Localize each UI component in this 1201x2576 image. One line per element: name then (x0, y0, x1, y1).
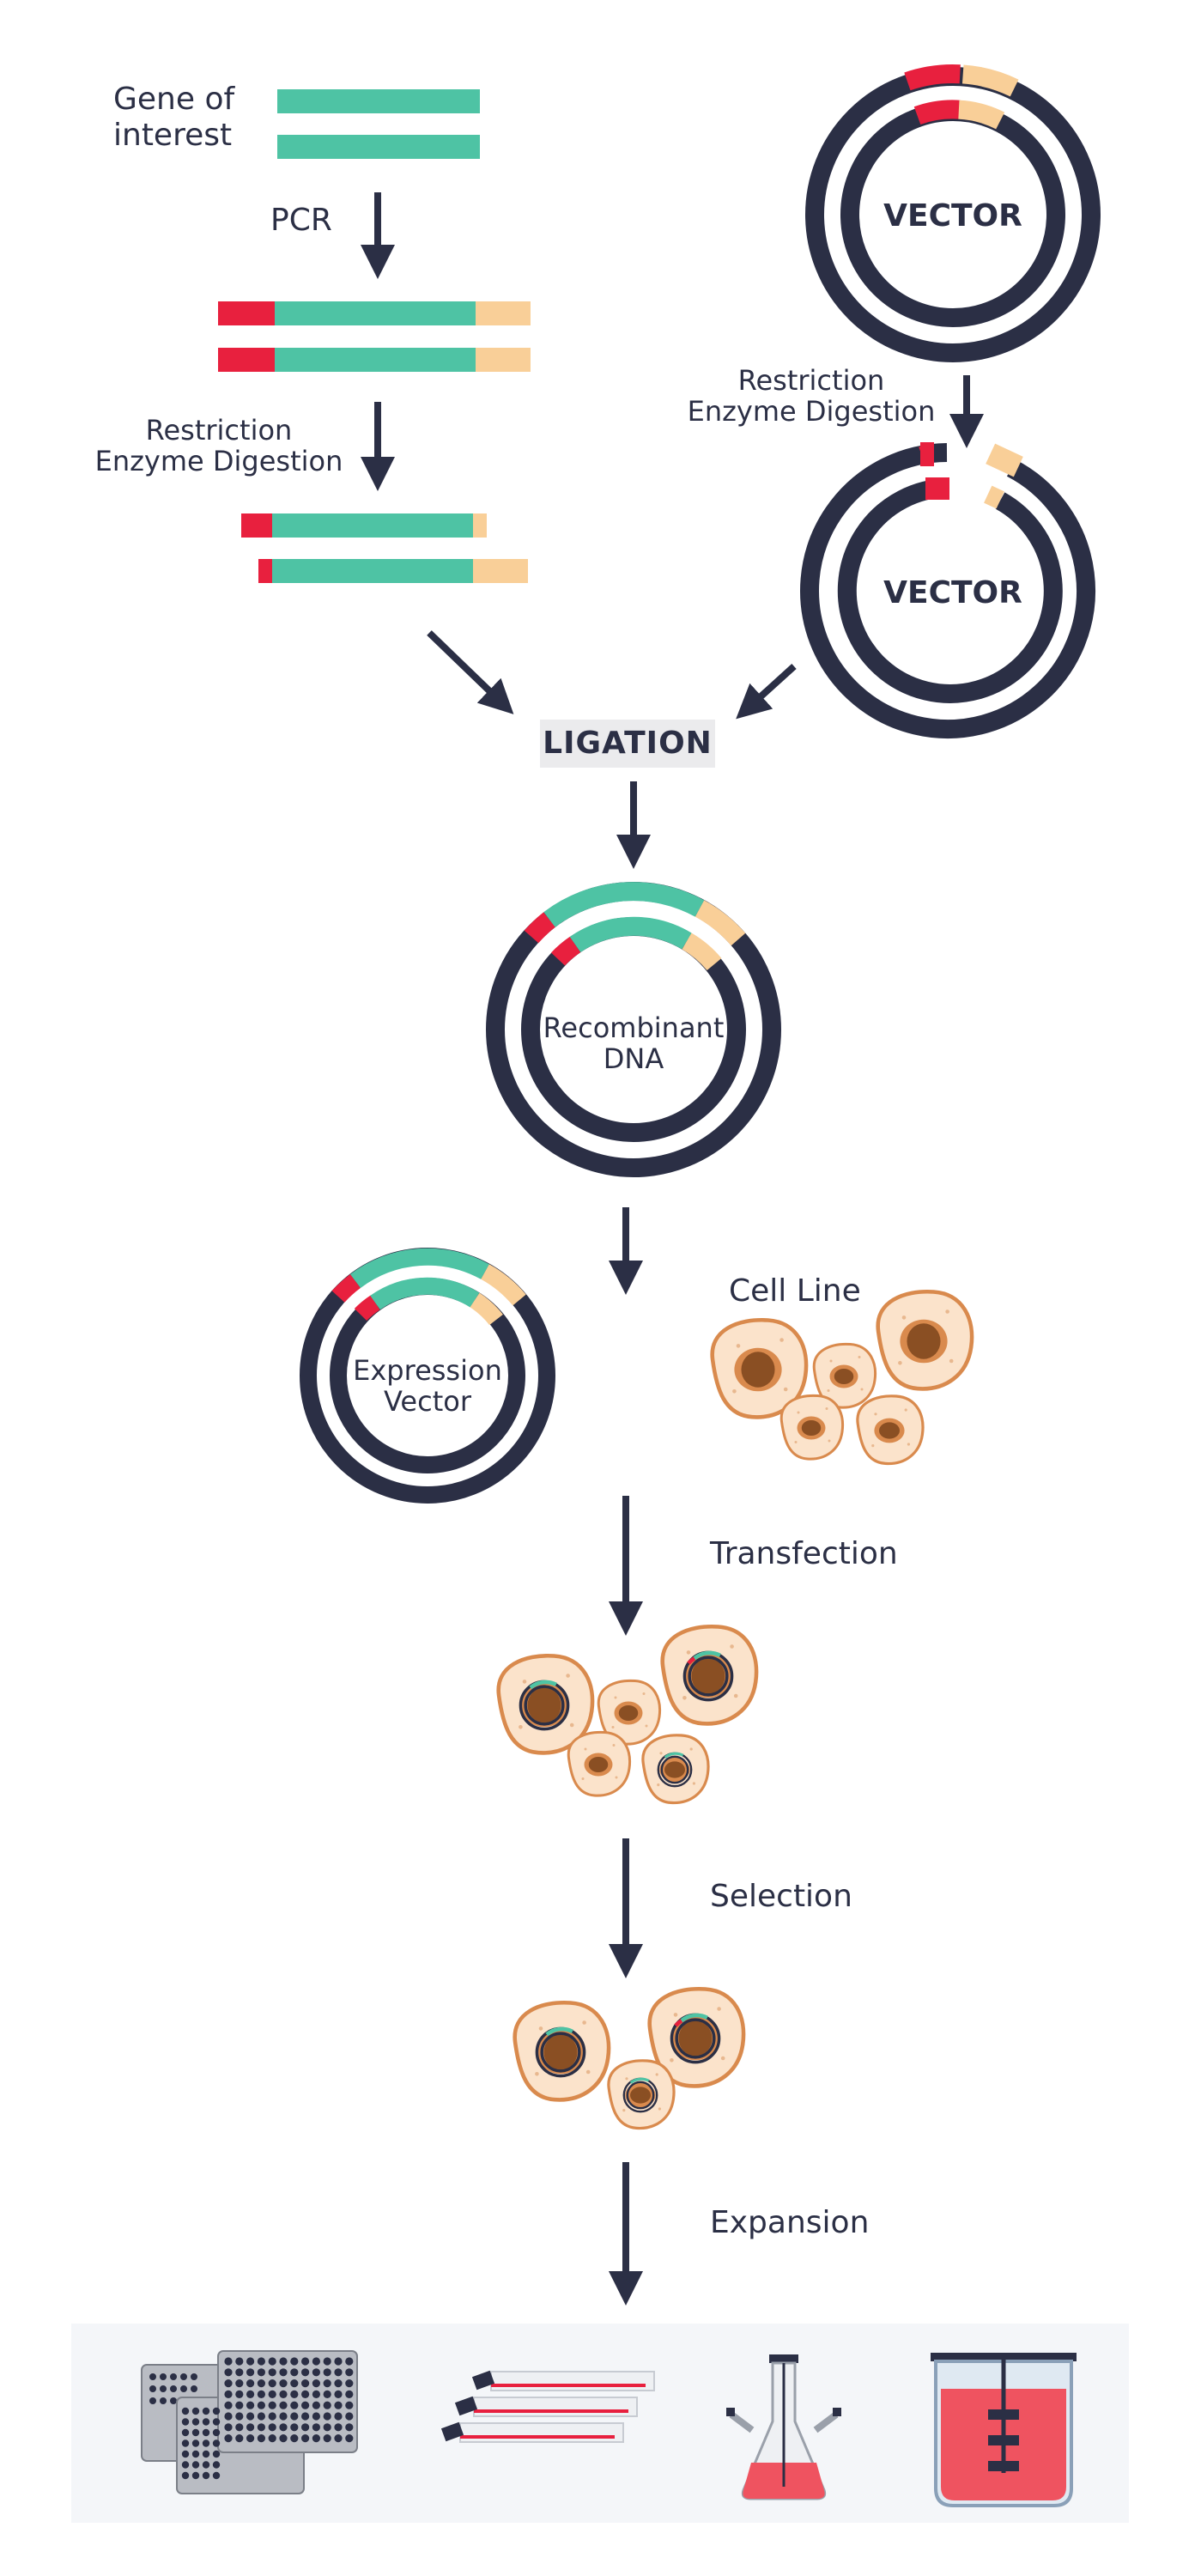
ligation-box (540, 720, 715, 768)
restriction-label-right: Restriction Enzyme Digestion (678, 365, 944, 427)
recombinant-dna-plasmid (486, 882, 781, 1177)
recombinant-line2: DNA (603, 1042, 664, 1075)
vector-label: VECTOR (883, 198, 1022, 234)
digested-inserts (241, 513, 528, 583)
transfection-label: Transfection (710, 1536, 898, 1571)
ligation-label: LIGATION (543, 726, 713, 761)
pcr-label: PCR (270, 203, 332, 238)
gene-of-interest-label: Gene of interest (113, 82, 234, 154)
ligation-arrow-right (736, 664, 797, 720)
well-plate-icon (141, 2350, 358, 2494)
recombinant-line1: Recombinant (543, 1012, 725, 1044)
selected-cells (515, 1989, 743, 2130)
expansion-label: Expansion (710, 2205, 870, 2240)
transfected-cells (499, 1626, 756, 1805)
cut-vector-label: VECTOR (883, 575, 1022, 611)
restriction-left-line2: Enzyme Digestion (94, 445, 343, 477)
gene-of-interest (277, 89, 480, 159)
cut-vector-plasmid (800, 442, 1096, 738)
bioreactor-icon (931, 2353, 1077, 2507)
pcr-products (218, 301, 531, 372)
expression-vector-label: Expression Vector (333, 1355, 522, 1417)
restriction-right-line2: Enzyme Digestion (687, 395, 936, 428)
cell-line-label: Cell Line (729, 1273, 861, 1309)
gene-label-line2: interest (113, 118, 233, 153)
expression-line2: Vector (384, 1385, 471, 1418)
vector-plasmid (805, 64, 1101, 362)
restriction-left-line1: Restriction (145, 414, 293, 447)
shake-flask-icon (726, 2354, 841, 2500)
recombinant-dna-label: Recombinant DNA (531, 1012, 737, 1074)
restriction-label-left: Restriction Enzyme Digestion (86, 415, 352, 477)
cell-line-cells (713, 1291, 972, 1466)
culture-flask-icon (440, 2370, 655, 2443)
expression-vector-plasmid (300, 1248, 555, 1504)
gene-label-line1: Gene of (113, 82, 235, 117)
expression-line1: Expression (353, 1354, 502, 1387)
ligation-arrow-left (427, 630, 514, 714)
selection-label: Selection (710, 1879, 852, 1914)
restriction-right-line1: Restriction (737, 364, 885, 397)
